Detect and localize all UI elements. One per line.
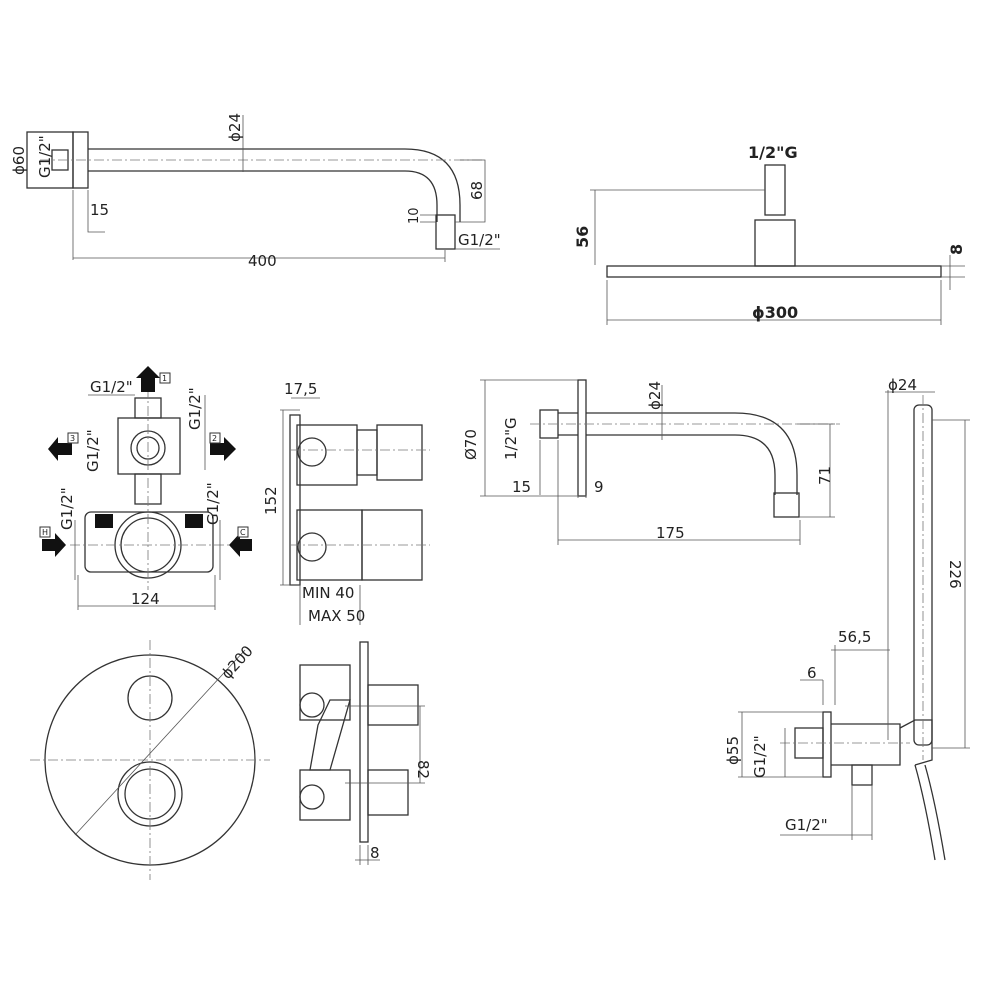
dim-nut: 10: [407, 207, 422, 224]
dim-thread-out: G1/2": [785, 816, 828, 834]
dim-thread-c: G1/2": [204, 482, 222, 525]
shower-arm-wall: ϕ60 G1/2" ϕ24 68 10 G1/2" 15 400: [10, 113, 501, 270]
dim-thread-top: G1/2": [90, 378, 133, 396]
dim-d-flange: Ø70: [462, 429, 480, 460]
dim-side-offset: 17,5: [284, 380, 317, 398]
dim-drop: 71: [816, 466, 834, 485]
dim-offset: 56,5: [838, 628, 871, 646]
dim-thickness: 8: [947, 244, 966, 255]
shower-head: 1/2"G 56 8 ϕ300: [573, 143, 966, 325]
trim-side: 82 8: [299, 641, 432, 865]
dim-depth: 15: [512, 478, 531, 496]
dim-drop: 68: [468, 181, 486, 200]
dim-height: 152: [262, 486, 280, 515]
dim-thread-left: G1/2": [84, 429, 102, 472]
dim-d-pipe: ϕ24: [226, 113, 244, 142]
dim-thread: 1/2"G: [748, 143, 798, 162]
dim-length: 175: [656, 524, 685, 542]
dim-width: 124: [131, 590, 160, 608]
dim-diameter: ϕ200: [218, 642, 257, 683]
dim-d-flange: ϕ60: [10, 146, 28, 175]
dim-min-depth: MIN 40: [302, 584, 354, 602]
dim-flange: 9: [594, 478, 604, 496]
dim-thread-in: G1/2": [751, 735, 769, 778]
dim-height: 56: [573, 226, 592, 248]
outlet-1-label: 1: [162, 374, 167, 383]
dim-plate: 6: [807, 664, 817, 682]
dim-thread-h: G1/2": [58, 487, 76, 530]
dim-thread: 1/2"G: [502, 417, 520, 460]
valve-body-side: 17,5 152 MIN 40 MAX 50: [262, 380, 430, 625]
dim-d-pipe: ϕ24: [646, 381, 664, 410]
dim-length: 226: [946, 560, 964, 589]
dim-diameter: ϕ300: [752, 303, 798, 322]
outlet-2-label: 2: [212, 434, 217, 443]
dim-d-handle: ϕ24: [888, 376, 917, 394]
dim-flange-depth: 15: [90, 201, 109, 219]
inlet-h-label: H: [42, 528, 48, 537]
trim-plate: ϕ200: [30, 640, 270, 880]
dim-spacing: 82: [414, 760, 432, 779]
hand-shower: ϕ24 226 56,5 6 ϕ55 G1/2" G1/2": [724, 376, 970, 861]
dim-thread-out: G1/2": [458, 231, 501, 249]
shower-arm-short: Ø70 1/2"G ϕ24 15 9 71 175: [462, 379, 840, 545]
dim-length: 400: [248, 252, 277, 270]
dim-thickness: 8: [370, 844, 380, 862]
dim-d-plate: ϕ55: [724, 736, 742, 765]
inlet-c-label: C: [240, 528, 246, 537]
dim-thread-in: G1/2": [36, 135, 54, 178]
valve-body-front: 1 2 3 H C G1/2" G1/2" G1/2" G1/2" G1/2" …: [39, 366, 252, 610]
outlet-3-label: 3: [70, 434, 75, 443]
dim-thread-right: G1/2": [186, 387, 204, 430]
dim-max-depth: MAX 50: [308, 607, 365, 625]
